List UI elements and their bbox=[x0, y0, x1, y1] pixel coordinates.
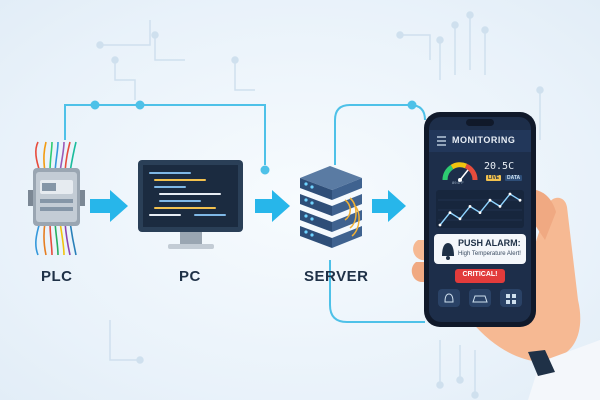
alert-title: PUSH ALARM: bbox=[458, 238, 521, 248]
critical-label: CRITICAL! bbox=[462, 271, 498, 278]
phone-chart-point-4 bbox=[478, 211, 482, 215]
data-badge: DATA bbox=[505, 175, 523, 181]
nav-inbox-button[interactable] bbox=[469, 289, 491, 307]
temperature-readout: 20.5C bbox=[484, 161, 515, 172]
phone-chart-point-7 bbox=[508, 192, 512, 196]
plc-device bbox=[28, 141, 85, 256]
phone-title: MONITORING bbox=[452, 135, 516, 145]
gauge-caption: 89.6°F bbox=[452, 180, 464, 185]
arrow-pc-to-server bbox=[255, 190, 290, 222]
grid-icon bbox=[506, 294, 516, 304]
temperature-gauge bbox=[442, 162, 478, 182]
phone-chart-point-0 bbox=[438, 223, 442, 227]
nav-dashboard-button[interactable] bbox=[500, 289, 522, 307]
phone-chart-point-3 bbox=[468, 205, 472, 208]
smartphone bbox=[424, 112, 536, 327]
nav-alarm-button[interactable] bbox=[438, 289, 460, 307]
pc-label: PC bbox=[179, 268, 201, 285]
background-circuits bbox=[96, 11, 544, 399]
push-alarm-card[interactable] bbox=[434, 234, 526, 264]
alert-text: High Temperature Alert! bbox=[458, 251, 521, 257]
inbox-icon bbox=[472, 295, 488, 303]
phone-chart-point-8 bbox=[518, 198, 522, 202]
live-badge: LIVE bbox=[486, 175, 502, 181]
phone-chart-point-6 bbox=[498, 205, 502, 208]
arrow-plc-to-pc bbox=[90, 190, 128, 222]
phone-chart-point-5 bbox=[488, 198, 492, 202]
server-label: SERVER bbox=[304, 268, 369, 285]
phone-chart-point-1 bbox=[448, 211, 452, 215]
phone-chart-points bbox=[438, 192, 522, 227]
arrow-server-to-phone bbox=[372, 190, 406, 222]
plc-label: PLC bbox=[41, 268, 73, 285]
critical-button[interactable] bbox=[455, 269, 505, 283]
bell-icon bbox=[442, 243, 454, 256]
pc-monitor bbox=[138, 160, 243, 249]
phone-chart-point-2 bbox=[458, 217, 462, 221]
connection-traces bbox=[64, 100, 426, 323]
bell-outline-icon bbox=[444, 293, 454, 303]
server-rack bbox=[300, 166, 362, 248]
